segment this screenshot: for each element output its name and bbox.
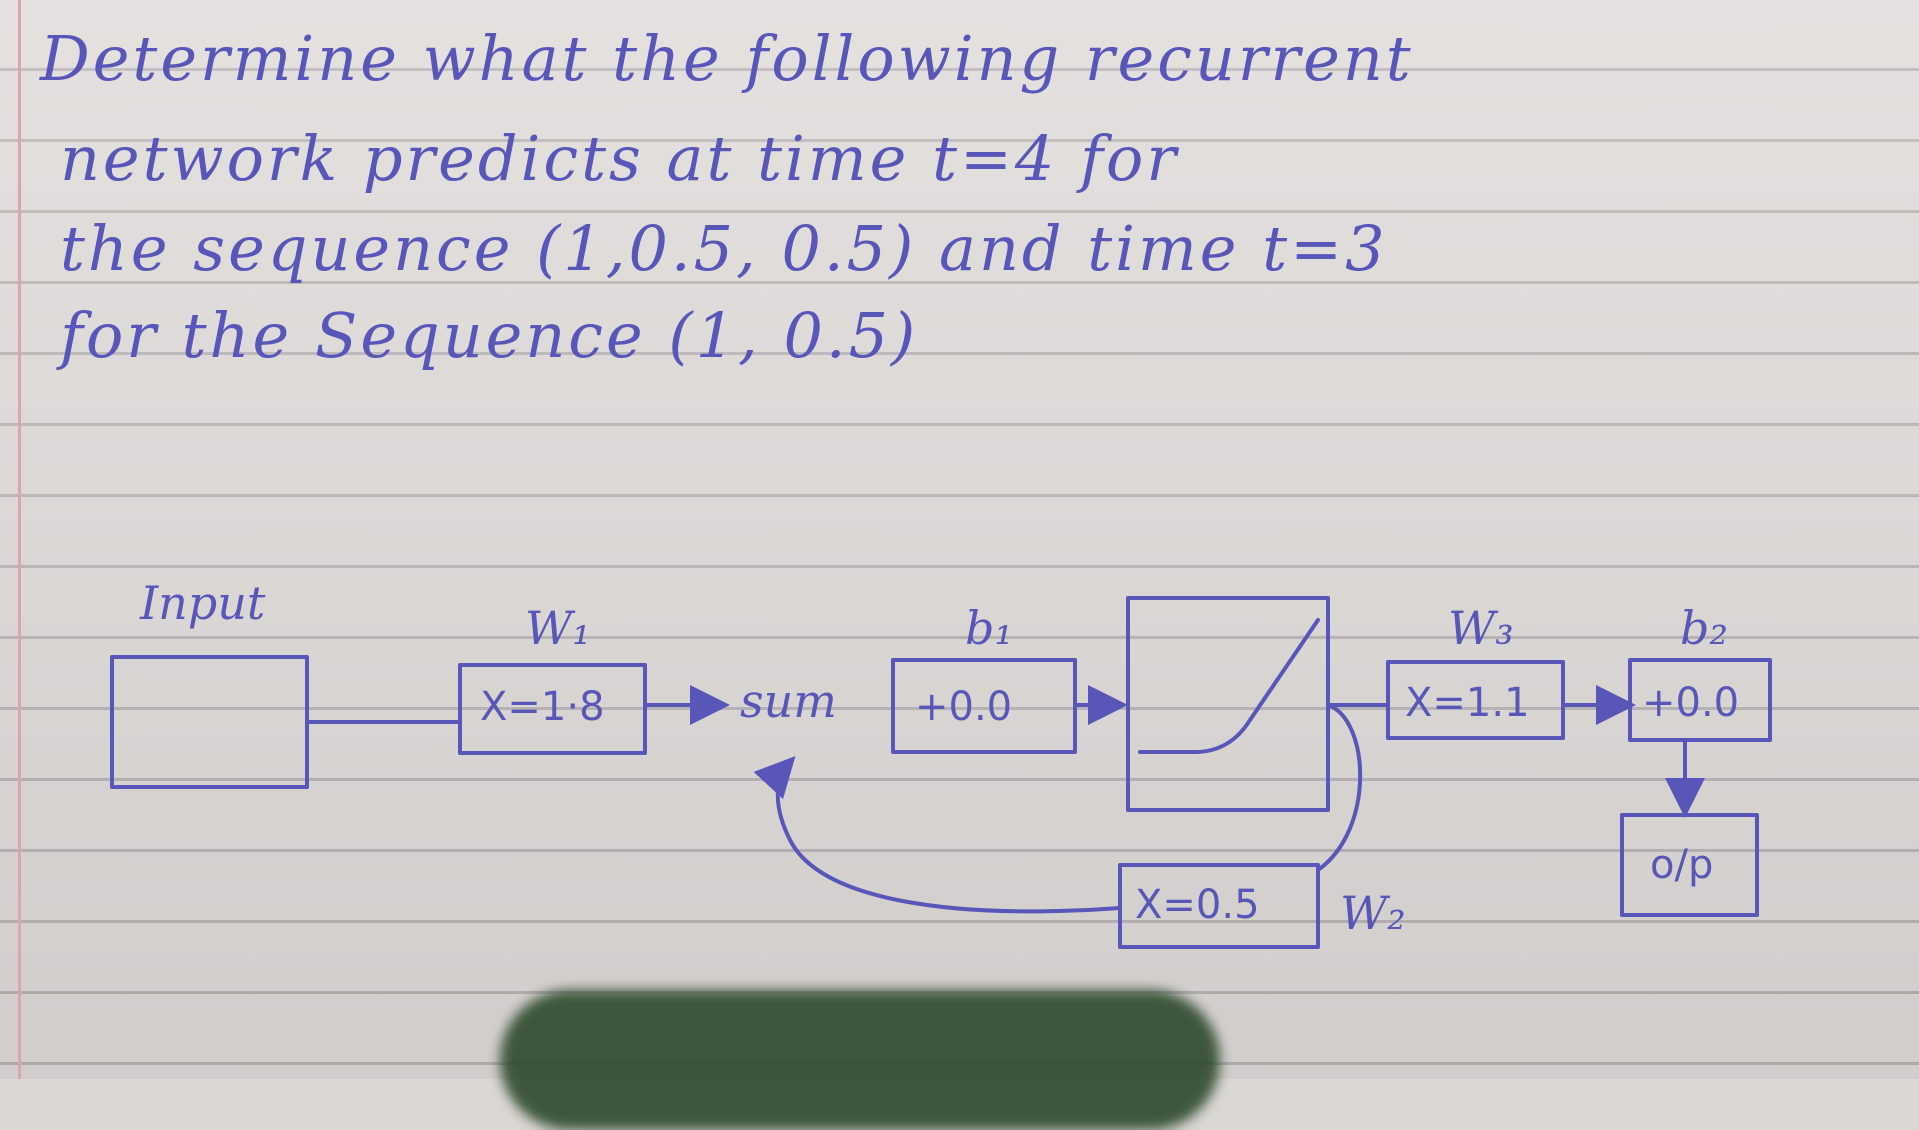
w2-value: X=0.5 bbox=[1135, 882, 1260, 928]
notebook-page bbox=[0, 0, 1919, 1079]
b1-label: b₁ bbox=[965, 601, 1013, 655]
w3-label: W₃ bbox=[1448, 601, 1514, 655]
question-line-1: Determine what the following recurrent bbox=[40, 22, 1414, 95]
w2-label: W₂ bbox=[1340, 886, 1406, 940]
rnn-diagram bbox=[110, 596, 1772, 949]
activation-box bbox=[1126, 596, 1330, 812]
w3-box bbox=[1386, 660, 1565, 740]
w1-value: X=1·8 bbox=[480, 684, 605, 730]
question-line-3: the sequence (1,0.5, 0.5) and time t=3 bbox=[60, 212, 1388, 285]
w3-value: X=1.1 bbox=[1405, 680, 1530, 726]
input-label: Input bbox=[140, 576, 266, 630]
recurrent-loop-line bbox=[1316, 703, 1363, 872]
input-box bbox=[110, 655, 309, 789]
margin-line bbox=[18, 0, 21, 1079]
w1-box bbox=[458, 663, 647, 755]
relu-curve bbox=[1138, 618, 1320, 754]
output-label: o/p bbox=[1650, 842, 1714, 888]
b1-value: +0.0 bbox=[915, 684, 1013, 730]
b2-label: b₂ bbox=[1680, 601, 1728, 655]
shadow bbox=[500, 990, 1220, 1130]
b2-value: +0.0 bbox=[1642, 680, 1740, 726]
w1-label: W₁ bbox=[525, 601, 591, 655]
question-line-2: network predicts at time t=4 for bbox=[60, 122, 1179, 195]
output-box bbox=[1620, 813, 1759, 917]
b2-box bbox=[1628, 658, 1772, 742]
w2-to-sum-arrow bbox=[753, 756, 1122, 914]
sum-label: sum bbox=[740, 674, 837, 728]
question-line-4: for the Sequence (1, 0.5) bbox=[60, 299, 919, 372]
